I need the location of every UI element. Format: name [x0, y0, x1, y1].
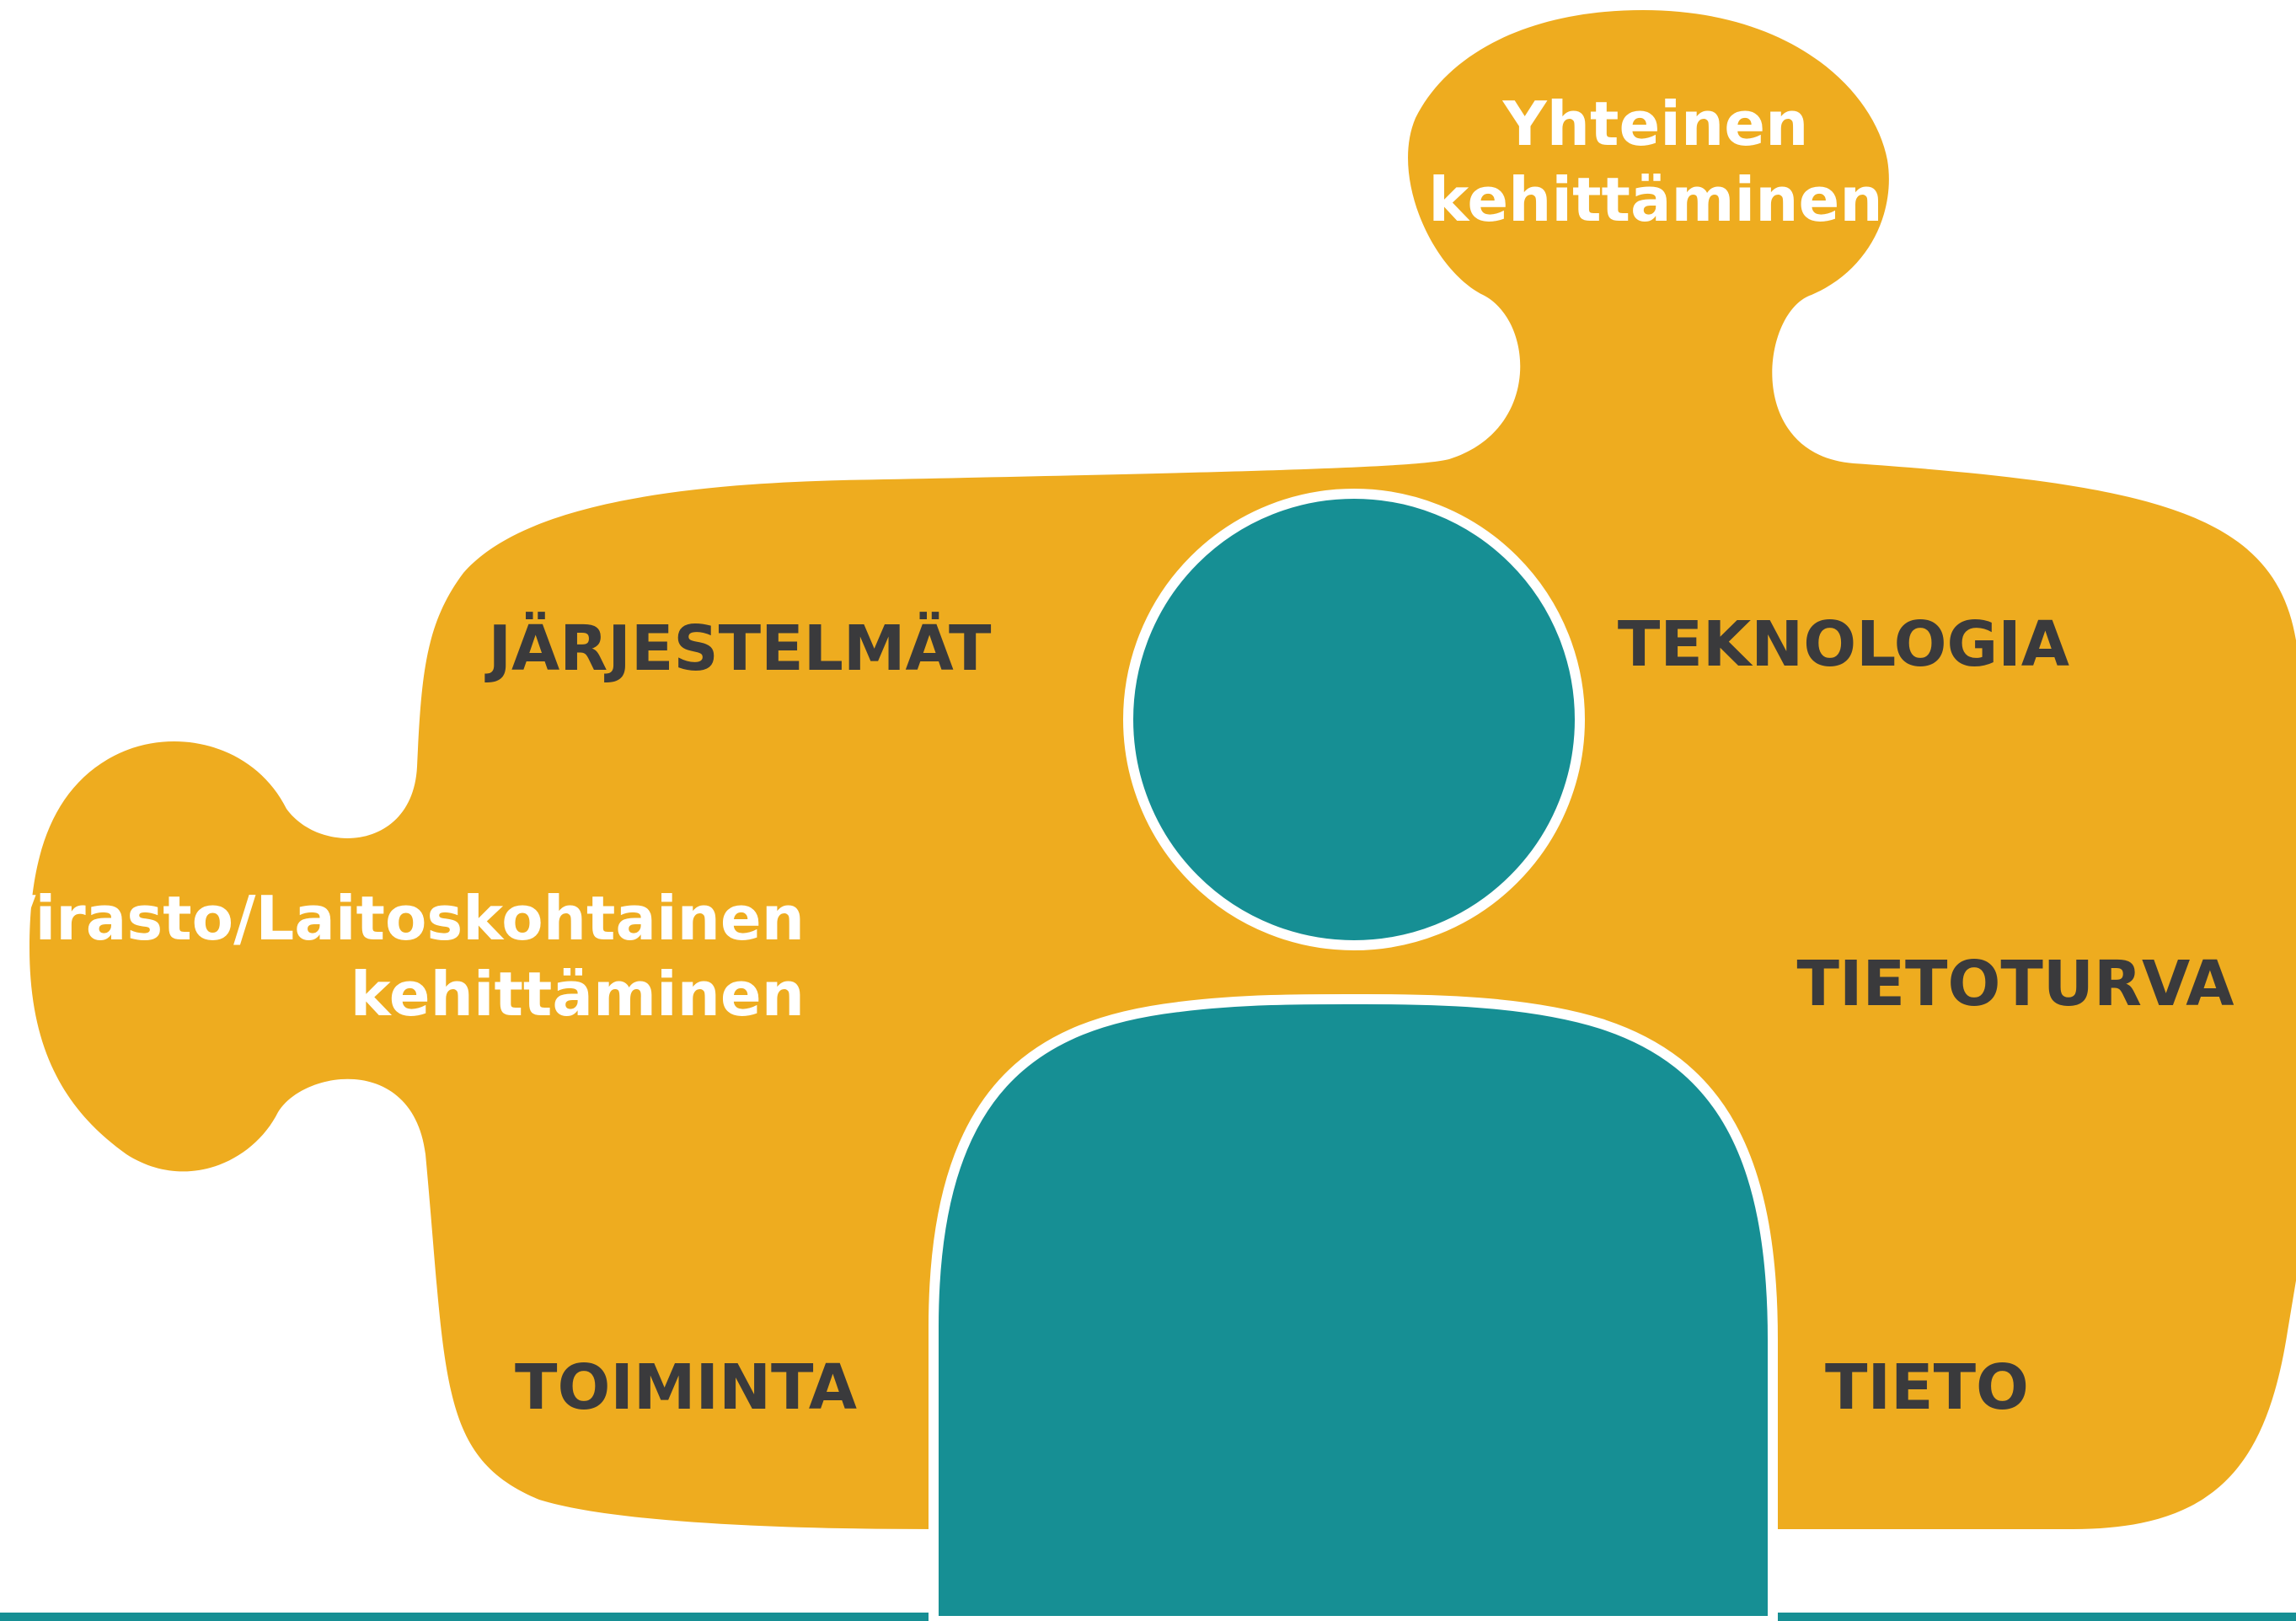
person-body [929, 993, 1778, 1621]
label-jarjestelmat: JÄRJESTELMÄT [484, 611, 993, 685]
label-tietoturva: TIETOTURVA [1796, 948, 2234, 1020]
label-toiminta: TOIMINTA [515, 1351, 857, 1424]
left-tab-label-line1: Virasto/Laitoskohtainen [0, 883, 805, 954]
label-teknologia: TEKNOLOGIA [1618, 608, 2069, 681]
person-head [1123, 489, 1585, 950]
top-tab-label-line1: Yhteinen [1502, 88, 1809, 159]
left-tab-label-line2: kehittäminen [351, 959, 805, 1030]
top-tab-label-line2: kehittäminen [1428, 164, 1882, 235]
label-tieto: TIETO [1825, 1351, 2029, 1424]
